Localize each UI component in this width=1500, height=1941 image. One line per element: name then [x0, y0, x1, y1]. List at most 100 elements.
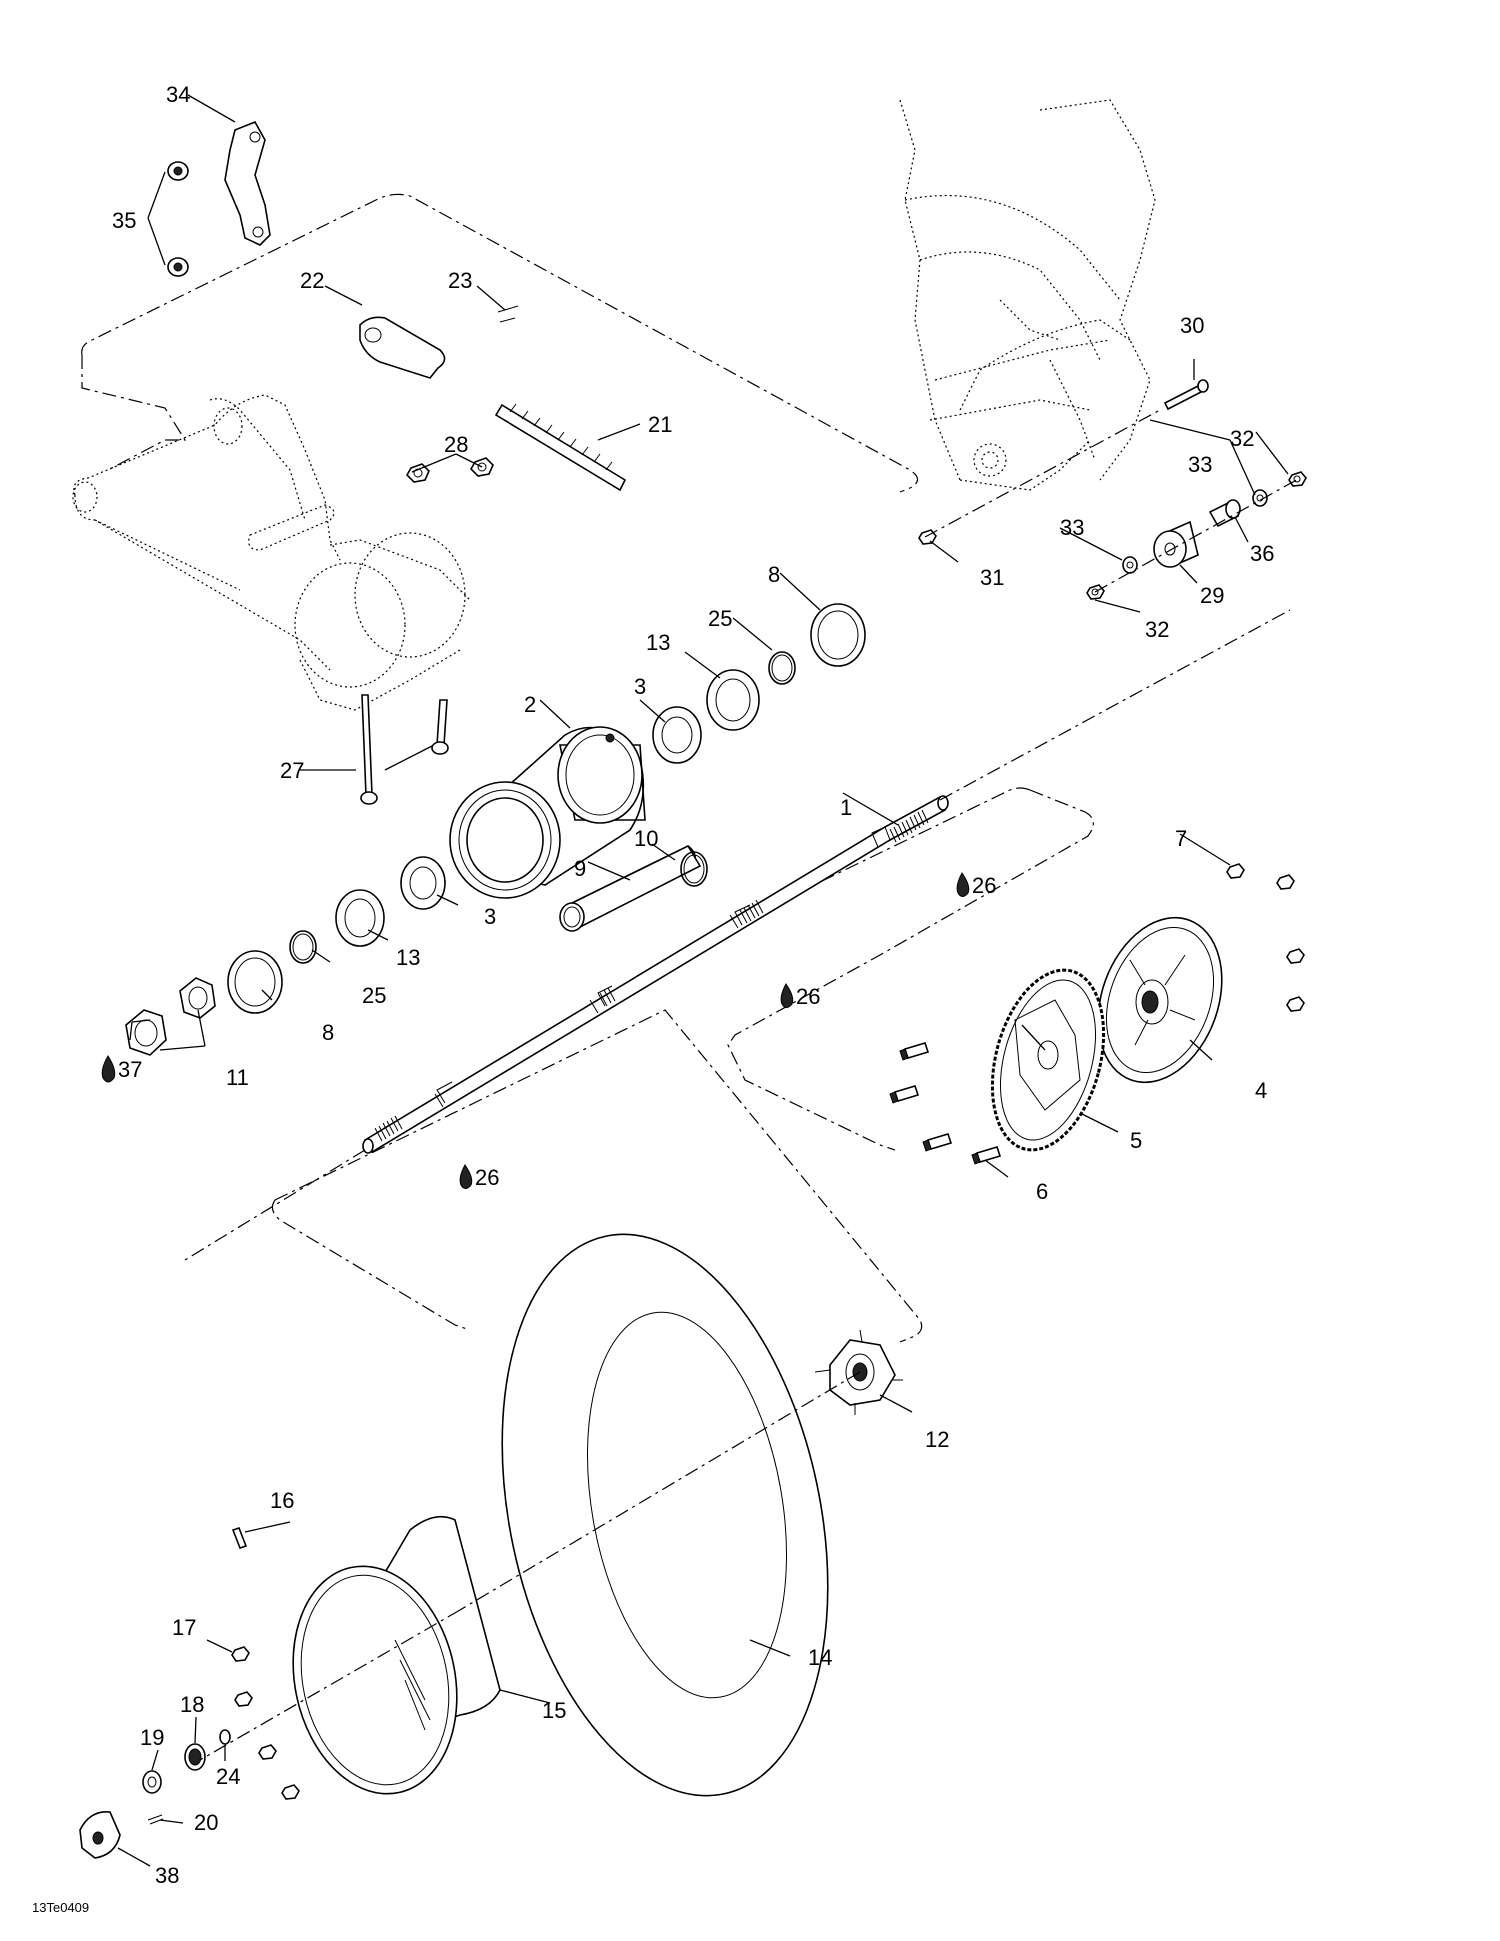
seal-8a — [810, 603, 866, 667]
nut-17c — [258, 1744, 277, 1760]
leader-lines — [117, 94, 1289, 1867]
washer-18 — [184, 1743, 206, 1771]
bolt-30 — [1163, 379, 1209, 411]
nut-11a — [179, 977, 216, 1019]
callout-25-bottom: 25 — [362, 983, 386, 1008]
callout-34: 34 — [166, 82, 190, 107]
rear-axle-1 — [362, 795, 949, 1154]
spacer-36 — [1208, 499, 1241, 528]
callout-5: 5 — [1130, 1128, 1142, 1153]
callout-labels: 1 2 3 3 4 5 6 7 8 8 9 10 11 12 13 13 14 … — [32, 82, 1274, 1915]
nut-32a — [1288, 471, 1307, 487]
sleeve-9 — [559, 844, 702, 932]
tire-14 — [501, 1233, 829, 1797]
callout-29: 29 — [1200, 583, 1224, 608]
callout-36: 36 — [1250, 541, 1274, 566]
callout-37: 37 — [118, 1057, 142, 1082]
washer-33a — [1252, 489, 1268, 507]
nut-17a — [231, 1646, 250, 1662]
callout-13-top: 13 — [646, 630, 670, 655]
nut-19 — [142, 1770, 162, 1794]
bearing-housing-2 — [449, 726, 646, 899]
nut-17d — [281, 1784, 300, 1800]
callout-12: 12 — [925, 1427, 949, 1452]
callout-27: 27 — [280, 758, 304, 783]
chain-guide-22 — [359, 316, 446, 379]
callout-30: 30 — [1180, 313, 1204, 338]
callout-8-bottom: 8 — [322, 1020, 334, 1045]
callout-10: 10 — [634, 826, 658, 851]
seal-13b — [335, 889, 385, 947]
callout-31: 31 — [980, 565, 1004, 590]
callout-28: 28 — [444, 432, 468, 457]
rivet-23 — [497, 305, 519, 323]
callout-20: 20 — [194, 1810, 218, 1835]
seal-8b — [227, 950, 283, 1014]
callout-18: 18 — [180, 1692, 204, 1717]
group-outline-axle — [699, 787, 1094, 1151]
callout-38: 38 — [155, 1863, 179, 1888]
callout-25-top: 25 — [708, 606, 732, 631]
callout-16: 16 — [270, 1488, 294, 1513]
callout-24: 24 — [216, 1764, 240, 1789]
callout-4: 4 — [1255, 1078, 1267, 1103]
callout-22: 22 — [300, 268, 324, 293]
drop-icon-26a — [956, 872, 970, 897]
group-outline-swingarm — [81, 193, 919, 493]
nut-7c — [1286, 948, 1305, 964]
nut-7d — [1286, 996, 1305, 1012]
drive-chain-21 — [494, 403, 627, 492]
cap-38 — [79, 1811, 121, 1859]
frame-section — [899, 99, 1156, 491]
bracket-34 — [224, 120, 271, 246]
ring-10 — [680, 851, 708, 887]
callout-26-right: 26 — [972, 873, 996, 898]
callout-21: 21 — [648, 412, 672, 437]
nut-7b — [1276, 874, 1295, 890]
callout-23: 23 — [448, 268, 472, 293]
callout-26-middle: 26 — [796, 984, 820, 1009]
washer-24 — [219, 1729, 231, 1745]
callout-13-bottom: 13 — [396, 945, 420, 970]
callout-33-top: 33 — [1188, 452, 1212, 477]
callout-8-top: 8 — [768, 562, 780, 587]
bolt-27b — [431, 699, 449, 755]
roller-29 — [1153, 520, 1199, 568]
callout-14: 14 — [808, 1645, 832, 1670]
washer-33b — [1122, 556, 1138, 574]
callout-7: 7 — [1175, 826, 1187, 851]
callout-33-bottom: 33 — [1060, 515, 1084, 540]
callout-17: 17 — [172, 1615, 196, 1640]
bearing-3b — [400, 856, 446, 910]
callout-3-top: 3 — [634, 674, 646, 699]
bearing-3a — [652, 706, 702, 764]
figure-code: 13Te0409 — [32, 1900, 89, 1915]
callout-32-top: 32 — [1230, 426, 1254, 451]
spacer-35a — [167, 161, 189, 181]
drop-icon-26b — [780, 983, 794, 1008]
callout-1: 1 — [840, 795, 852, 820]
callout-35: 35 — [112, 208, 136, 233]
bolt-6b — [889, 1085, 920, 1104]
nut-11b — [125, 1009, 167, 1056]
callout-11: 11 — [226, 1065, 249, 1090]
callout-3-bottom: 3 — [484, 904, 496, 929]
rim-15 — [292, 1515, 501, 1795]
sprocket-5 — [990, 968, 1106, 1152]
callout-9: 9 — [574, 856, 586, 881]
callout-6: 6 — [1036, 1179, 1048, 1204]
seal-13a — [706, 669, 760, 731]
swing-arm — [72, 394, 471, 711]
assembly-axis-lines — [184, 409, 1301, 1761]
ring-25b — [289, 930, 317, 964]
callout-19: 19 — [140, 1725, 164, 1750]
callout-26-left: 26 — [475, 1165, 499, 1190]
bolt-6d — [971, 1146, 1002, 1165]
bolt-6a — [899, 1042, 930, 1061]
callout-2: 2 — [524, 692, 536, 717]
spacer-35b — [167, 257, 189, 277]
bolt-6c — [922, 1133, 953, 1152]
nut-28a — [406, 463, 430, 483]
nut-7a — [1226, 863, 1245, 879]
